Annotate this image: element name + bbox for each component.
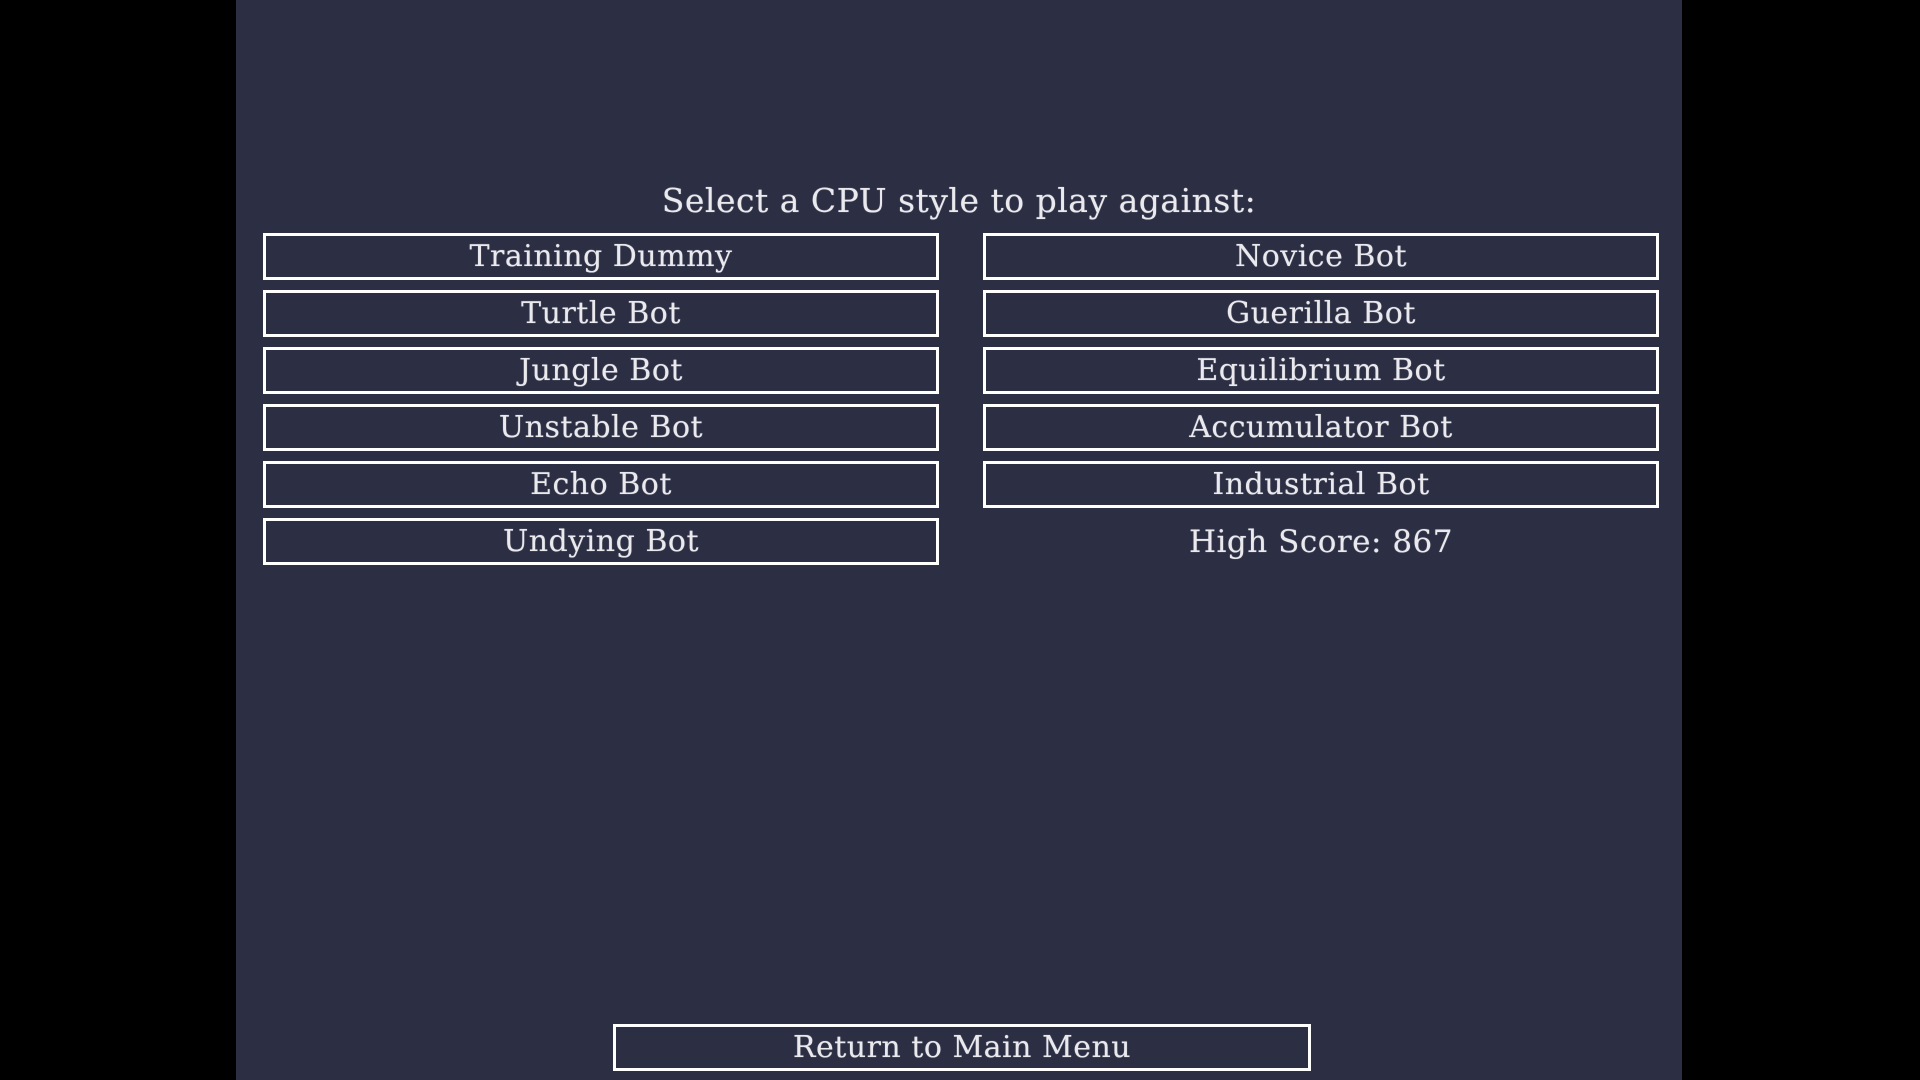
cpu-button-unstable-bot[interactable]: Unstable Bot [263,404,939,451]
cpu-button-equilibrium-bot[interactable]: Equilibrium Bot [983,347,1659,394]
return-to-main-menu-button[interactable]: Return to Main Menu [613,1024,1311,1071]
cpu-button-guerilla-bot[interactable]: Guerilla Bot [983,290,1659,337]
game-screen: Select a CPU style to play against: Trai… [236,0,1682,1080]
cpu-button-jungle-bot[interactable]: Jungle Bot [263,347,939,394]
cpu-button-novice-bot[interactable]: Novice Bot [983,233,1659,280]
cpu-button-industrial-bot[interactable]: Industrial Bot [983,461,1659,508]
page-title: Select a CPU style to play against: [661,181,1257,220]
cpu-button-training-dummy[interactable]: Training Dummy [263,233,939,280]
cpu-button-undying-bot[interactable]: Undying Bot [263,518,939,565]
cpu-button-turtle-bot[interactable]: Turtle Bot [263,290,939,337]
cpu-button-accumulator-bot[interactable]: Accumulator Bot [983,404,1659,451]
cpu-button-echo-bot[interactable]: Echo Bot [263,461,939,508]
high-score-label: High Score: 867 [1188,523,1453,560]
cpu-button-grid: Training Dummy Novice Bot Turtle Bot Gue… [263,233,1659,565]
